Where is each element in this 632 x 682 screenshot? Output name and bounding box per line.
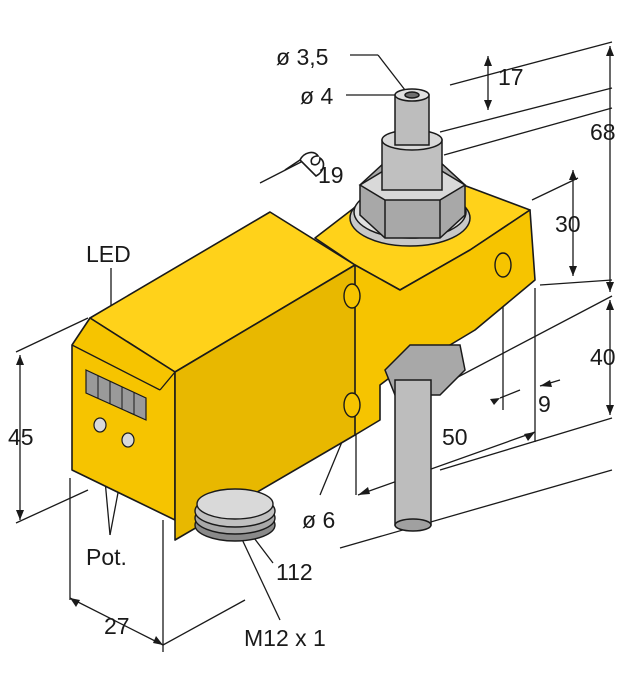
dimension-arrows [16,46,614,645]
label-wrench-19: 19 [318,162,344,188]
label-led: LED [86,241,131,267]
label-dim-50: 50 [442,424,468,450]
mounting-holes [343,252,512,418]
label-dia-6: ø 6 [302,507,335,533]
led-indicator [85,369,147,421]
labels: ø 3,5 ø 4 17 68 19 30 LED 40 45 9 50 ø 6… [8,44,616,651]
label-dim-45: 45 [8,424,34,450]
m12-connector [194,488,276,542]
label-dim-30: 30 [555,211,581,237]
label-dim-68: 68 [590,119,616,145]
label-pot: Pot. [86,544,127,570]
label-thread-m12: M12 x 1 [244,625,326,651]
lower-fitting [384,344,466,532]
label-dia-3-5: ø 3,5 [276,44,328,70]
label-dim-9: 9 [538,391,551,417]
label-dim-112: 112 [276,559,313,585]
label-dim-27: 27 [104,613,130,639]
upper-fitting [349,88,471,247]
front-chamfer [71,344,176,391]
label-dim-40: 40 [590,344,616,370]
potentiometers [93,417,135,448]
label-dia-4: ø 4 [300,83,333,109]
wrench-icon [284,151,325,177]
label-dim-17: 17 [498,64,524,90]
